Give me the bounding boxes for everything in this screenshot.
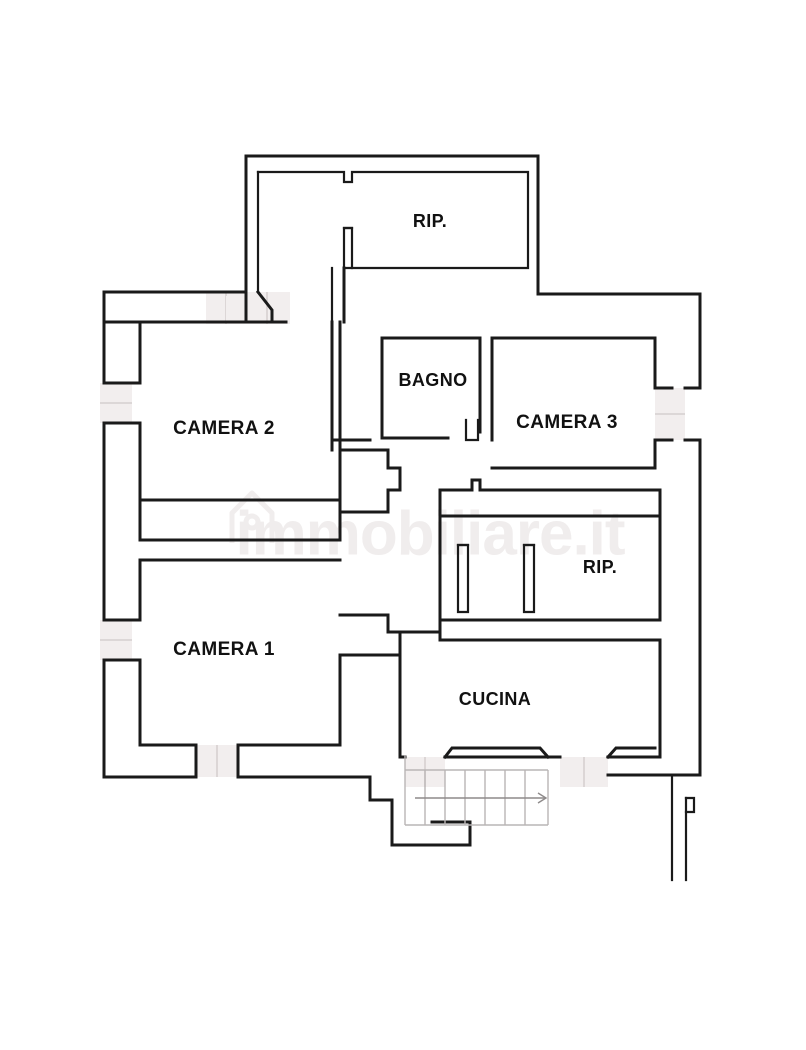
room-label-cucina: CUCINA [459,689,531,709]
room-bagno-walls [380,336,482,442]
room-cucina-walls [398,618,662,760]
staircase [404,755,549,826]
watermark: immobiliare.it [229,490,626,568]
wall-openings [100,292,685,787]
room-rip-bottom-walls [438,478,662,622]
outer-perimeter-walls [102,290,702,882]
house-logo-icon [229,490,275,543]
room-label-rip-top: RIP. [413,211,447,231]
central-corridor-walls [138,320,402,657]
room-label-camera2: CAMERA 2 [173,418,275,439]
room-camera3-walls [490,336,702,470]
room-label-camera1: CAMERA 1 [173,639,275,660]
room-label-rip-bottom: RIP. [583,557,617,577]
room-label-camera3: CAMERA 3 [516,412,618,433]
room-labels: RIP. BAGNO CAMERA 3 CAMERA 2 RIP. CAMERA… [173,211,618,709]
room-rip-top-walls [244,154,540,324]
watermark-text: immobiliare.it [235,499,624,568]
room-camera1-walls [102,558,342,779]
room-label-bagno: BAGNO [399,370,468,390]
